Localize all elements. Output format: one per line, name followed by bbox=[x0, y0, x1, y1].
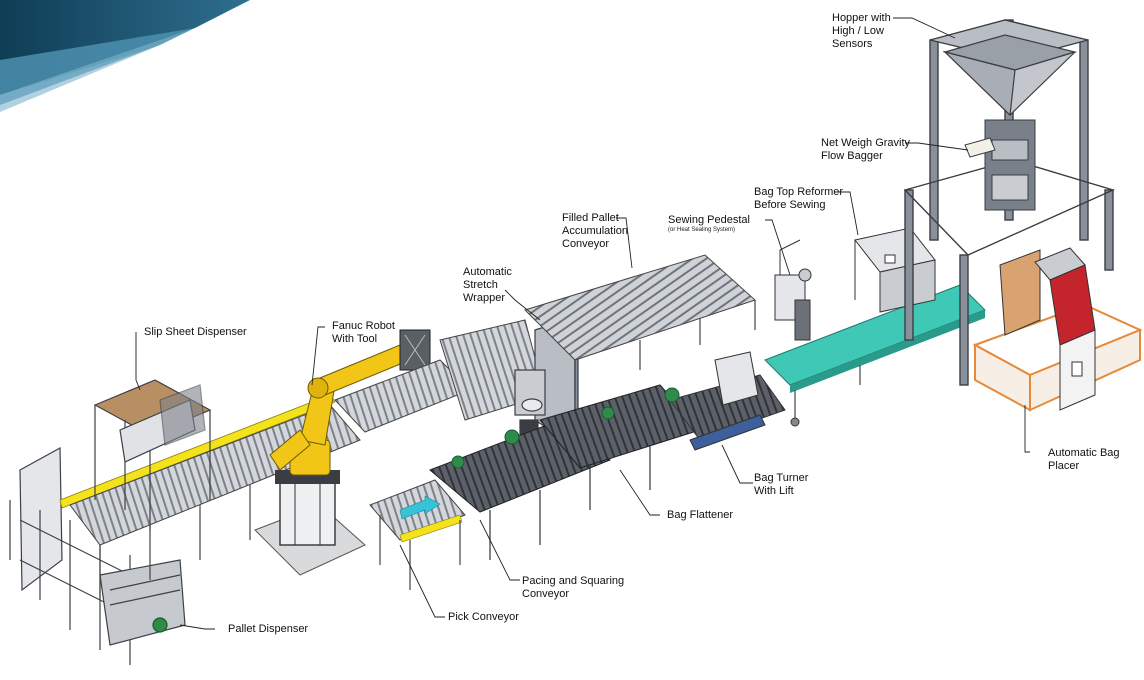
automatic-bag-placer bbox=[972, 247, 1143, 412]
label-bag-top-reformer: Bag Top Reformer Before Sewing bbox=[754, 186, 844, 211]
label-net-weigh-bagger: Net Weigh Gravity Flow Bagger bbox=[821, 137, 911, 162]
bag-turner bbox=[664, 351, 786, 451]
yellow-guard-rail bbox=[59, 394, 336, 509]
sewing-pedestal bbox=[774, 239, 812, 341]
pick-conveyor bbox=[369, 479, 466, 590]
robot-base bbox=[254, 470, 366, 576]
label-pick-conveyor: Pick Conveyor bbox=[448, 611, 519, 623]
label-pacing-squaring: Pacing and Squaring Conveyor bbox=[522, 575, 625, 600]
leader-lines bbox=[135, 17, 1030, 630]
corner-banner bbox=[0, 0, 250, 112]
pallet-dispenser bbox=[9, 446, 186, 665]
label-automatic-bag-placer: Automatic Bag Placer bbox=[1048, 447, 1120, 472]
label-fanuc-robot: Fanuc Robot With Tool bbox=[332, 320, 395, 345]
hopper bbox=[942, 34, 1078, 117]
label-filled-pallet-accumulation: Filled Pallet Accumulation Conveyor bbox=[562, 212, 629, 250]
label-hopper: Hopper with High / Low Sensors bbox=[832, 12, 891, 50]
label-slip-sheet-dispenser: Slip Sheet Dispenser bbox=[144, 326, 247, 338]
fanuc-robot bbox=[269, 329, 431, 476]
label-sewing-pedestal: Sewing Pedestal (or Heat Sealing System) bbox=[668, 214, 750, 233]
label-pallet-dispenser: Pallet Dispenser bbox=[228, 623, 309, 635]
filled-pallet-accumulation-conveyor bbox=[524, 254, 756, 395]
label-stretch-wrapper: Automatic Stretch Wrapper bbox=[463, 266, 512, 304]
net-weigh-bagger bbox=[964, 119, 1036, 211]
label-bag-flattener: Bag Flattener bbox=[667, 509, 734, 521]
bag-flattener bbox=[539, 384, 701, 510]
label-bag-turner: Bag Turner With Lift bbox=[754, 472, 809, 497]
sewing-conveyor bbox=[764, 284, 986, 427]
slip-sheet-dispenser bbox=[93, 379, 212, 530]
